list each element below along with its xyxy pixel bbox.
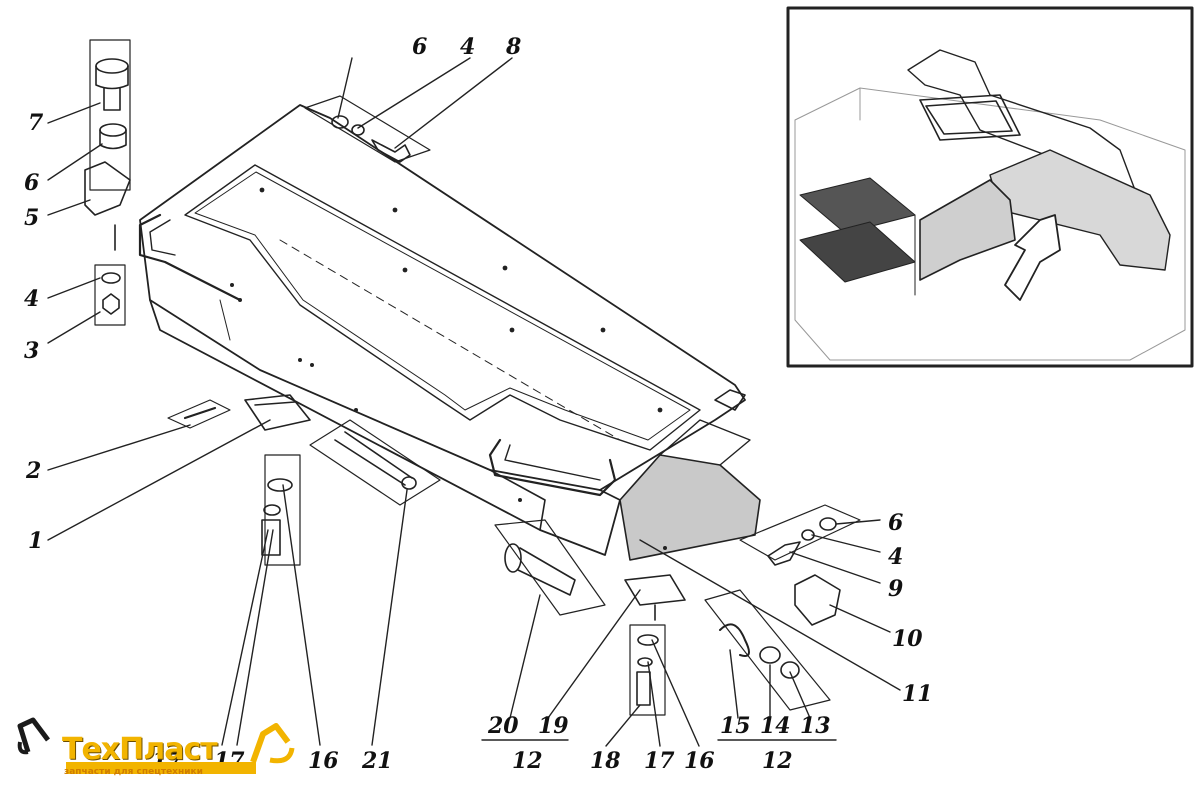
- callout-16-a: 16: [308, 748, 339, 774]
- callout-4-right: 4: [888, 544, 904, 570]
- callout-4-top: 4: [460, 34, 476, 60]
- callout-16-b: 16: [684, 748, 715, 774]
- callout-18: 18: [590, 748, 621, 774]
- inset-view: [786, 6, 1194, 368]
- callout-15: 15: [720, 713, 751, 739]
- group-label-12-left: 12: [512, 748, 543, 774]
- callout-6-left: 6: [24, 170, 40, 196]
- callout-13: 13: [800, 713, 831, 739]
- excavator-logo-icon: [17, 717, 295, 774]
- part-stack-left: [84, 39, 131, 326]
- callout-6-top: 6: [412, 34, 428, 60]
- bolt-kit-top: [304, 95, 431, 163]
- callout-2: 2: [26, 458, 42, 484]
- callout-11: 11: [902, 681, 933, 707]
- callout-6-right: 6: [888, 510, 904, 536]
- hinge-parts-left: [167, 394, 441, 566]
- toolbox-body: [138, 104, 761, 561]
- callout-14: 14: [760, 713, 791, 739]
- brand-name: ТехПласт: [62, 732, 218, 767]
- callout-3: 3: [24, 338, 40, 364]
- brand-tagline: запчасти для спецтехники: [64, 767, 203, 777]
- callout-9: 9: [888, 576, 904, 602]
- callout-19: 19: [538, 713, 569, 739]
- group-label-12-right: 12: [762, 748, 793, 774]
- callout-1: 1: [28, 528, 44, 554]
- callout-21: 21: [362, 748, 393, 774]
- callout-7: 7: [28, 110, 44, 136]
- callout-5: 5: [24, 205, 40, 231]
- bolt-kit-right: [739, 504, 861, 626]
- callout-17-c: 17: [644, 748, 675, 774]
- callout-8: 8: [506, 34, 522, 60]
- brand-logo: ТехПласт запчасти для спецтехники: [8, 712, 308, 782]
- callout-4-left: 4: [24, 286, 40, 312]
- leader-lines: [47, 57, 901, 747]
- callout-20: 20: [488, 713, 519, 739]
- callout-10: 10: [892, 626, 923, 652]
